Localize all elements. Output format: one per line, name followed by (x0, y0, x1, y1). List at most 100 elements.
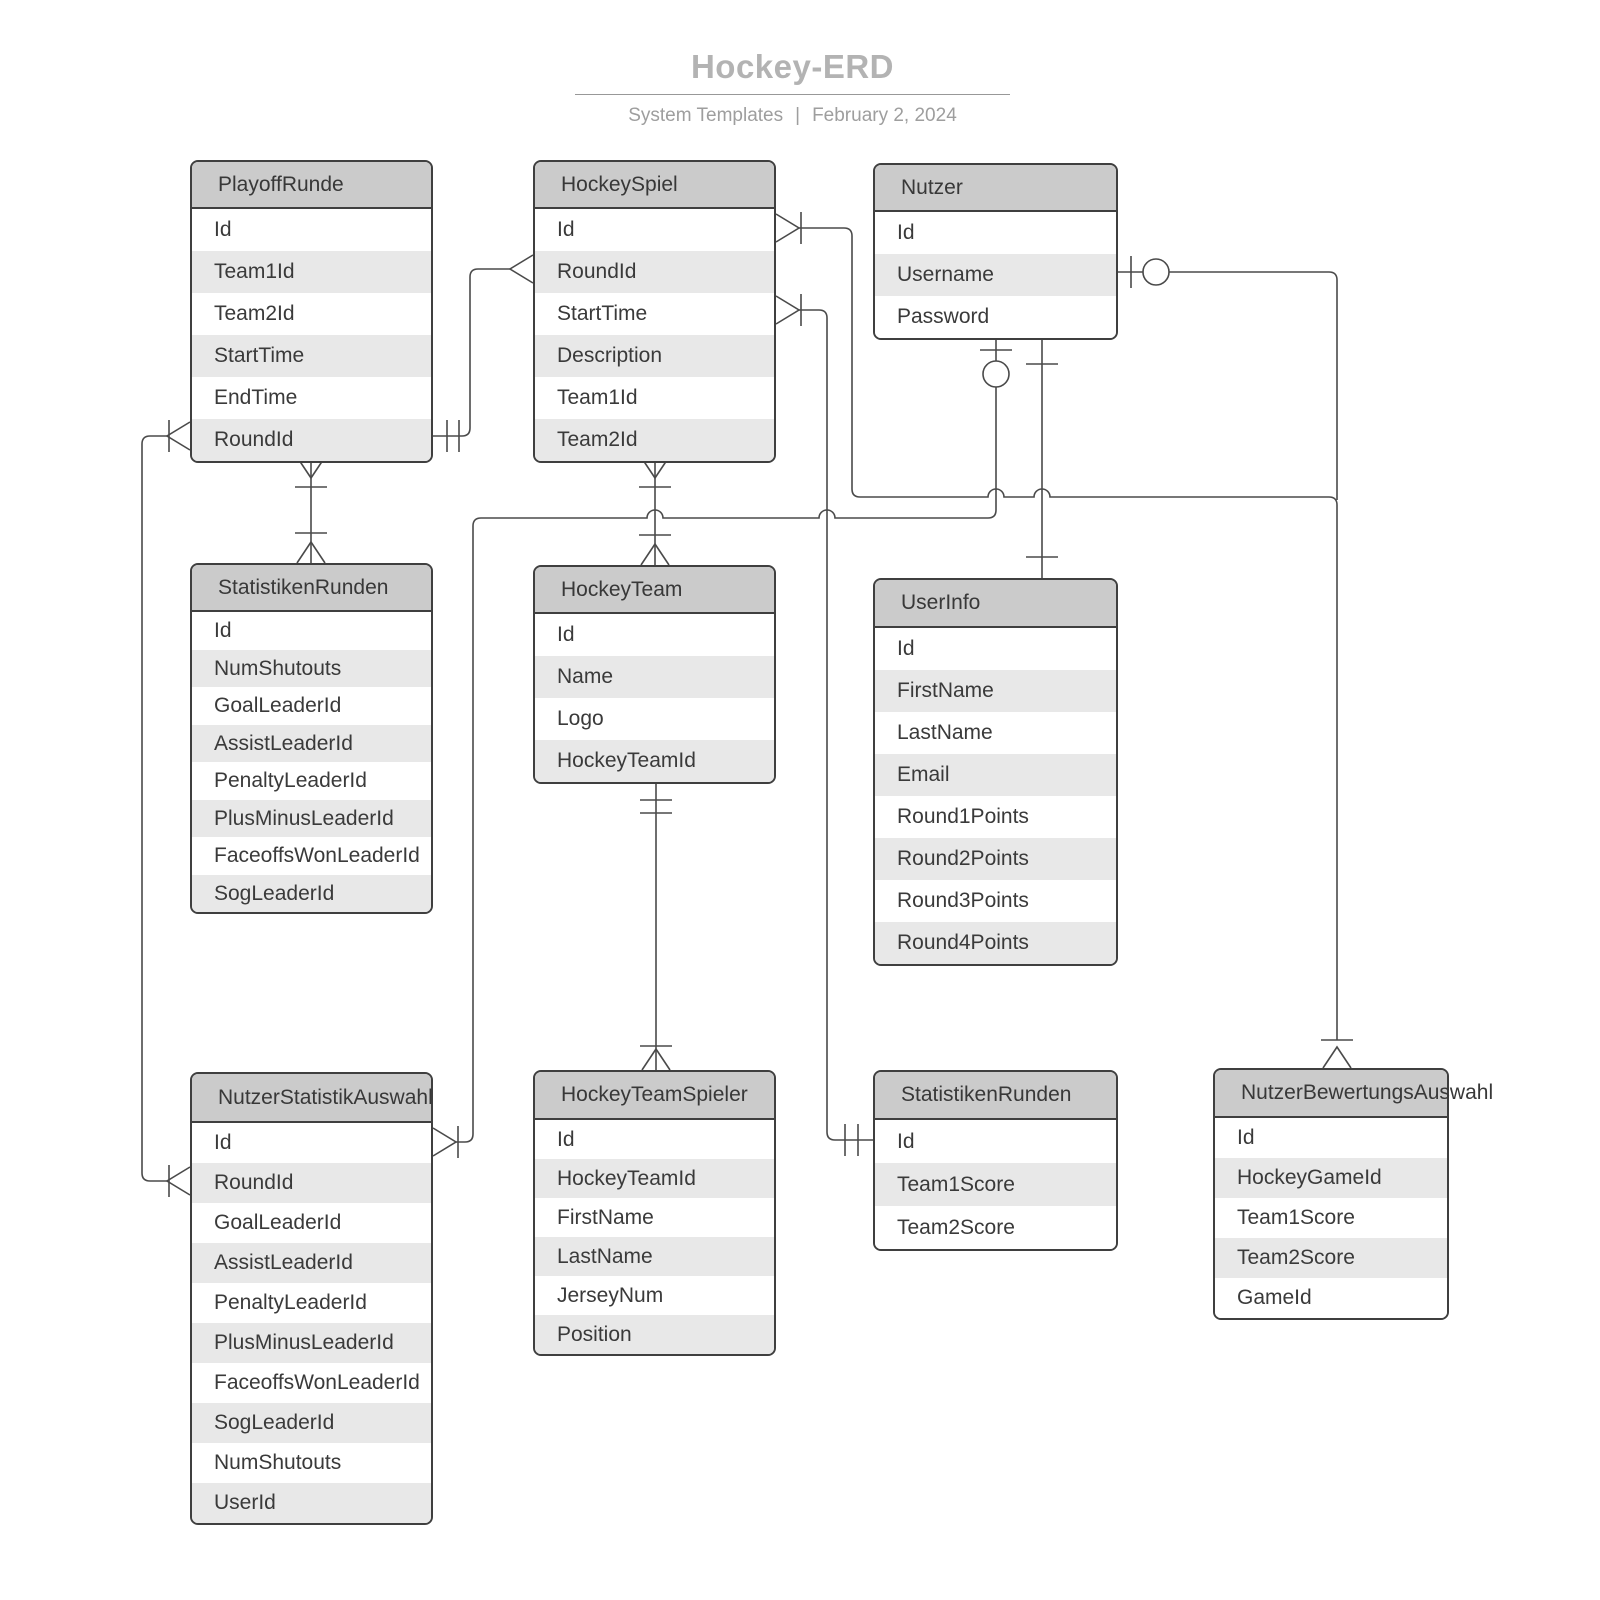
entity-field-goalleaderid[interactable]: GoalLeaderId (192, 687, 431, 725)
entity-field-username[interactable]: Username (875, 254, 1116, 296)
connector-hockeyspiel-hockeyteam[interactable] (639, 456, 671, 566)
entity-field-id[interactable]: Id (535, 1120, 774, 1159)
entity-field-lastname[interactable]: LastName (535, 1237, 774, 1276)
entity-field-team1score[interactable]: Team1Score (1215, 1198, 1447, 1238)
entity-field-id[interactable]: Id (535, 209, 774, 251)
entity-field-penaltyleaderid[interactable]: PenaltyLeaderId (192, 1283, 431, 1323)
crowfoot-marker (775, 213, 801, 243)
entity-field-jerseynum[interactable]: JerseyNum (535, 1276, 774, 1315)
entity-field-id[interactable]: Id (192, 1123, 431, 1163)
entity-field-id[interactable]: Id (875, 628, 1116, 670)
entity-field-starttime[interactable]: StartTime (192, 335, 431, 377)
entity-field-hockeyteamid[interactable]: HockeyTeamId (535, 740, 774, 782)
entity-field-id[interactable]: Id (1215, 1118, 1447, 1158)
entity-field-name[interactable]: Name (535, 656, 774, 698)
connector-playoffrunde-hockeyspiel[interactable] (433, 254, 534, 452)
entity-field-team1id[interactable]: Team1Id (192, 251, 431, 293)
entity-field-assistleaderid[interactable]: AssistLeaderId (192, 1243, 431, 1283)
entity-title[interactable]: HockeyTeam (535, 567, 774, 614)
crowfoot-marker (296, 540, 326, 564)
connector-hockeyteam-hockeyteamspieler[interactable] (640, 778, 672, 1071)
entity-field-team1id[interactable]: Team1Id (535, 377, 774, 419)
connector-nutzer-nutzerbewertungsauswahl[interactable] (1118, 256, 1338, 500)
connector-playoffrunde-statistikenrunden[interactable] (295, 456, 327, 564)
entity-title[interactable]: HockeySpiel (535, 162, 774, 209)
crowfoot-marker (775, 295, 801, 325)
entity-field-team2id[interactable]: Team2Id (192, 293, 431, 335)
entity-field-team2id[interactable]: Team2Id (535, 419, 774, 461)
entity-field-faceoffswonleaderid[interactable]: FaceoffsWonLeaderId (192, 837, 431, 875)
entity-field-sogleaderid[interactable]: SogLeaderId (192, 874, 431, 912)
entity-field-plusminusleaderid[interactable]: PlusMinusLeaderId (192, 1323, 431, 1363)
entity-field-team1score[interactable]: Team1Score (875, 1163, 1116, 1206)
entity-field-gameid[interactable]: GameId (1215, 1278, 1447, 1318)
entity-field-userid[interactable]: UserId (192, 1483, 431, 1523)
entity-field-email[interactable]: Email (875, 754, 1116, 796)
entity-field-id[interactable]: Id (875, 1120, 1116, 1163)
entity-field-id[interactable]: Id (192, 612, 431, 650)
title-block: Hockey-ERD System Templates|February 2, … (575, 48, 1010, 127)
entity-field-team2score[interactable]: Team2Score (875, 1206, 1116, 1249)
entity-field-endtime[interactable]: EndTime (192, 377, 431, 419)
entity-title[interactable]: UserInfo (875, 580, 1116, 628)
subtitle-author: System Templates (628, 105, 784, 126)
connector-nutzer-userinfo[interactable] (1026, 335, 1058, 578)
entity-title[interactable]: StatistikenRunden (875, 1072, 1116, 1120)
connector-playoffrunde-nutzerstatistikauswahl[interactable] (141, 420, 191, 1197)
entity-field-roundid[interactable]: RoundId (192, 1163, 431, 1203)
entity-field-lastname[interactable]: LastName (875, 712, 1116, 754)
entity-field-firstname[interactable]: FirstName (875, 670, 1116, 712)
entity-field-hockeyteamid[interactable]: HockeyTeamId (535, 1159, 774, 1198)
entity-field-roundid[interactable]: RoundId (535, 251, 774, 293)
connector-path (141, 435, 167, 1182)
entity-field-numshutouts[interactable]: NumShutouts (192, 1443, 431, 1483)
entity-title[interactable]: HockeyTeamSpieler (535, 1072, 774, 1120)
entity-title[interactable]: NutzerBewertungsAuswahl (1215, 1070, 1493, 1118)
entity-field-id[interactable]: Id (875, 212, 1116, 254)
entity-field-sogleaderid[interactable]: SogLeaderId (192, 1403, 431, 1443)
entity-title[interactable]: NutzerStatistikAuswahl (192, 1074, 433, 1123)
circle-marker (1142, 258, 1170, 286)
entity-field-round4points[interactable]: Round4Points (875, 922, 1116, 964)
connector-hockeyspiel-statistikenrunden-scores[interactable] (775, 294, 873, 1156)
entity-field-round3points[interactable]: Round3Points (875, 880, 1116, 922)
entity-field-id[interactable]: Id (192, 209, 431, 251)
entity-field-description[interactable]: Description (535, 335, 774, 377)
entity-field-password[interactable]: Password (875, 296, 1116, 338)
entity-field-logo[interactable]: Logo (535, 698, 774, 740)
connector-path (456, 335, 997, 1143)
connector-path (1118, 271, 1338, 500)
connector-hockeyspiel-nutzerbewertungsauswahl[interactable] (775, 212, 1353, 1069)
entity-field-goalleaderid[interactable]: GoalLeaderId (192, 1203, 431, 1243)
entity-title[interactable]: Nutzer (875, 165, 1116, 212)
connector-nutzer-nutzerstatistikauswahl[interactable] (432, 335, 1012, 1158)
entity-field-roundid[interactable]: RoundId (192, 419, 431, 461)
entity-field-id[interactable]: Id (535, 614, 774, 656)
entity-field-penaltyleaderid[interactable]: PenaltyLeaderId (192, 762, 431, 800)
entity-field-hockeygameid[interactable]: HockeyGameId (1215, 1158, 1447, 1198)
entity-title[interactable]: PlayoffRunde (192, 162, 431, 209)
entity-field-faceoffswonleaderid[interactable]: FaceoffsWonLeaderId (192, 1363, 431, 1403)
entity-title[interactable]: StatistikenRunden (192, 565, 431, 612)
entity-field-round1points[interactable]: Round1Points (875, 796, 1116, 838)
entity-field-team2score[interactable]: Team2Score (1215, 1238, 1447, 1278)
entity-field-starttime[interactable]: StartTime (535, 293, 774, 335)
entity-field-firstname[interactable]: FirstName (535, 1198, 774, 1237)
entity-field-position[interactable]: Position (535, 1315, 774, 1354)
page-title: Hockey-ERD (690, 48, 895, 85)
entity-field-numshutouts[interactable]: NumShutouts (192, 649, 431, 687)
circle-marker (982, 360, 1010, 388)
entity-field-round2points[interactable]: Round2Points (875, 838, 1116, 880)
entity-field-assistleaderid[interactable]: AssistLeaderId (192, 724, 431, 762)
entity-field-plusminusleaderid[interactable]: PlusMinusLeaderId (192, 799, 431, 837)
